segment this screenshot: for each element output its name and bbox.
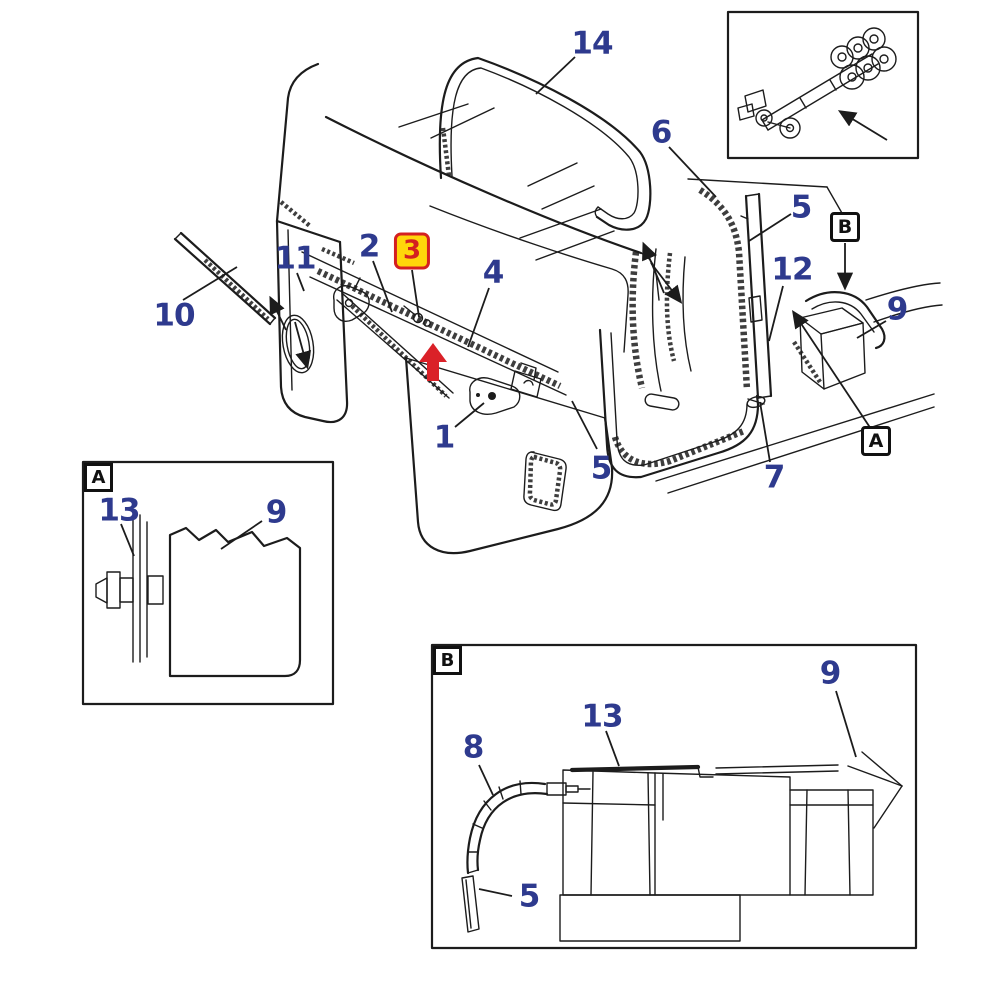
right-floor-and-bracket9 bbox=[655, 282, 943, 494]
detail-ref-box-a: A bbox=[861, 426, 891, 456]
leader-lines bbox=[182, 56, 887, 463]
inset-b-callout-13: 13 bbox=[581, 698, 623, 735]
callout-10: 10 bbox=[153, 297, 195, 334]
callout-2: 2 bbox=[358, 228, 381, 265]
callout-9-right: 9 bbox=[886, 291, 909, 328]
inset-a-callout-13: 13 bbox=[98, 492, 140, 529]
inset-b-drawing bbox=[430, 643, 918, 950]
left-side-panel bbox=[275, 200, 349, 424]
inset-b-callout-9: 9 bbox=[819, 655, 842, 692]
callout-7: 7 bbox=[763, 459, 786, 496]
callout-4: 4 bbox=[482, 254, 505, 291]
cab-roof-lines bbox=[275, 62, 859, 353]
roof-rail-part14 bbox=[438, 56, 652, 231]
callout-14: 14 bbox=[571, 25, 613, 62]
lower-front-panel bbox=[404, 356, 614, 555]
callout-12: 12 bbox=[771, 251, 813, 288]
door-aperture bbox=[598, 248, 760, 479]
inset-a-drawing bbox=[81, 460, 335, 706]
detail-ref-box-b: B bbox=[830, 212, 860, 242]
callout-1: 1 bbox=[433, 419, 456, 456]
red-arrow bbox=[419, 343, 447, 381]
direction-arrows bbox=[269, 241, 872, 430]
callout-11: 11 bbox=[274, 240, 316, 277]
cab-line-art bbox=[173, 56, 943, 555]
inset-a-callout-9: 9 bbox=[265, 494, 288, 531]
inset-b-callout-5: 5 bbox=[518, 878, 541, 915]
callout-5-bottom: 5 bbox=[590, 450, 613, 487]
inset-a-corner-label: A bbox=[84, 463, 113, 492]
inset-b-callout-8: 8 bbox=[462, 729, 485, 766]
callout-3-highlighted: 3 bbox=[393, 232, 431, 270]
chassis-thumbnail-inset bbox=[726, 10, 920, 160]
callout-6: 6 bbox=[650, 114, 673, 151]
pillar-strip-part12 bbox=[698, 187, 773, 400]
trim-strip-part10 bbox=[173, 231, 277, 326]
callout-5-top: 5 bbox=[790, 189, 813, 226]
inset-b-corner-label: B bbox=[433, 646, 462, 675]
chassis-wheels bbox=[755, 27, 897, 139]
clip-part7 bbox=[746, 395, 766, 409]
